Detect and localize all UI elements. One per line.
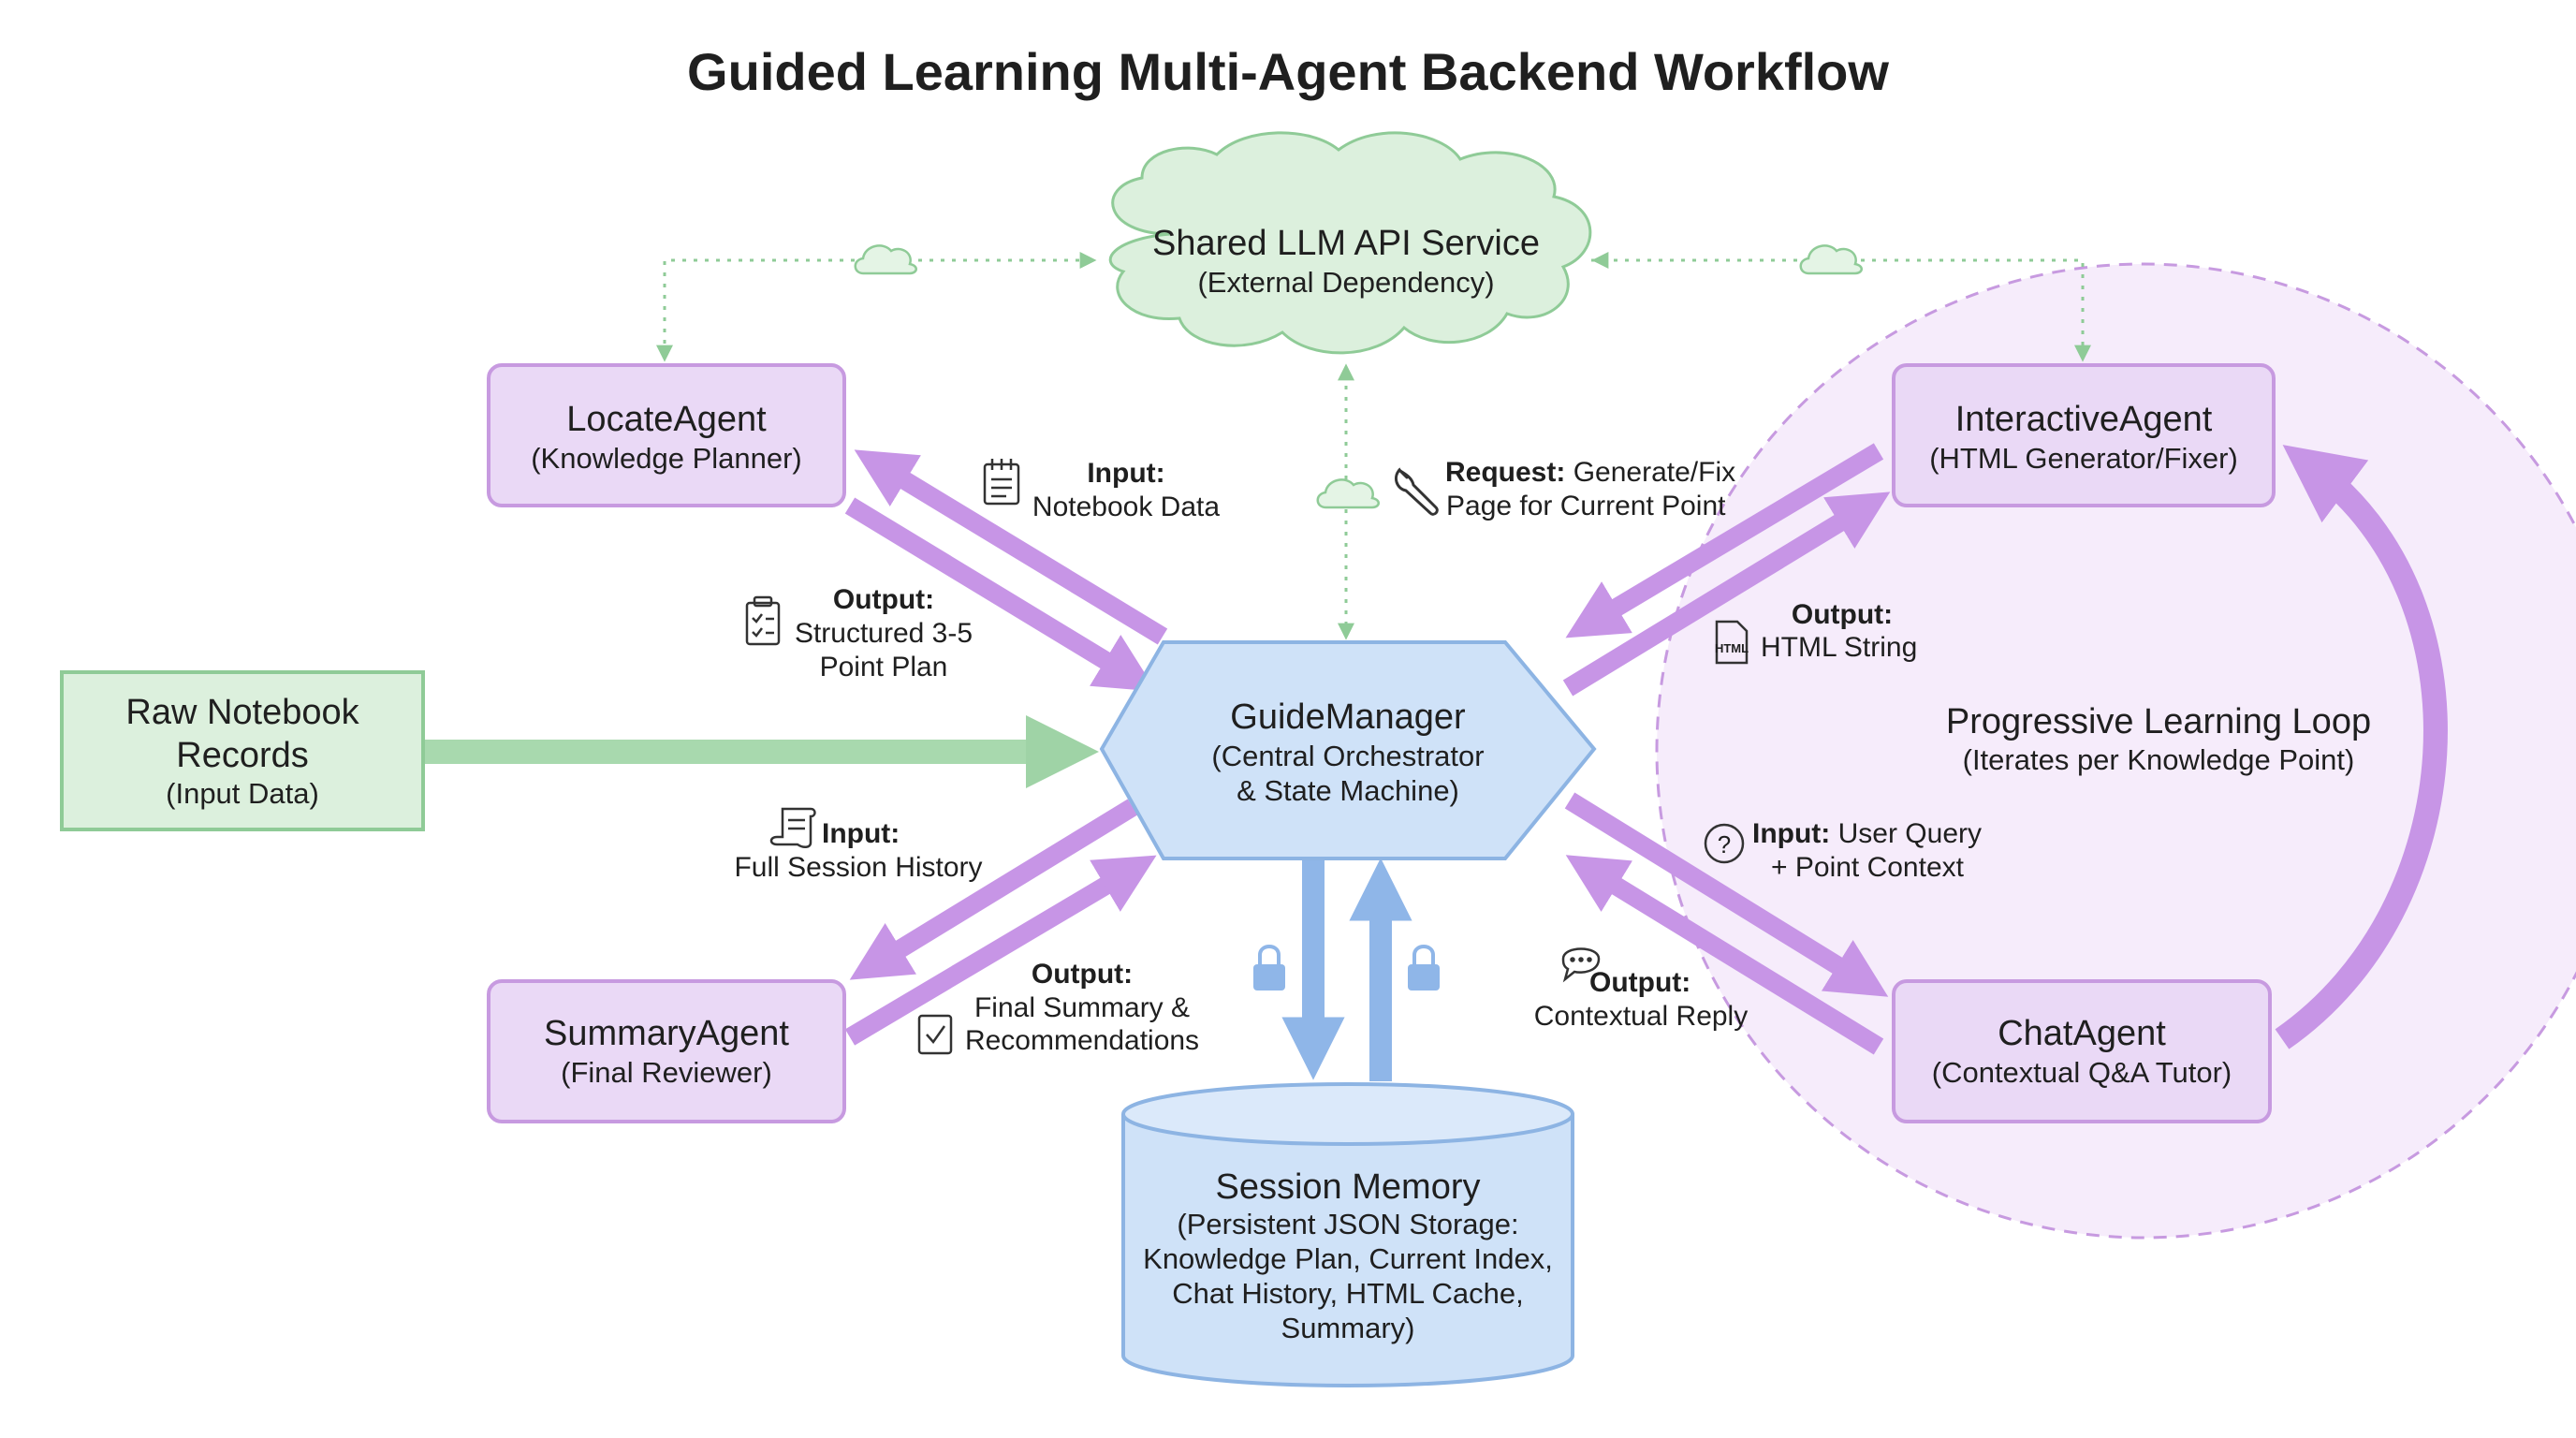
summary-input-text: Full Session History <box>734 852 982 883</box>
session-memory-line-1: (Persistent JSON Storage: <box>1177 1208 1518 1240</box>
raw-notebook-line2: Records <box>176 736 309 775</box>
question-icon: ? <box>1704 823 1745 864</box>
interactive-request-line1: Request: Generate/Fix <box>1445 457 1735 488</box>
arrow-guide-to-summary <box>849 799 1138 980</box>
clipboard-icon <box>745 595 781 646</box>
loop-arrow <box>2275 445 2448 1049</box>
locate-output-line2: Point Plan <box>820 652 948 682</box>
interactive-request-line2: Page for Current Point <box>1446 491 1726 521</box>
locate-agent-subtitle: (Knowledge Planner) <box>531 442 802 475</box>
lock-icons <box>1253 945 1440 990</box>
session-memory-node: Session Memory (Persistent JSON Storage:… <box>1121 1082 1574 1387</box>
locate-input-text: Notebook Data <box>1032 492 1220 522</box>
summary-agent-subtitle: (Final Reviewer) <box>561 1056 772 1089</box>
guide-manager-subtitle-2: & State Machine) <box>1237 774 1459 807</box>
locate-agent-node: LocateAgent (Knowledge Planner) <box>487 363 846 507</box>
locate-output-bold: Output: <box>833 584 934 615</box>
session-memory-line-3: Chat History, HTML Cache, <box>1172 1277 1524 1310</box>
lock-icon-right <box>1408 945 1440 990</box>
llm-title: Shared LLM API Service <box>1152 224 1540 263</box>
arrow-summary-to-guide <box>844 855 1157 1046</box>
interactive-output-bold: Output: <box>1792 599 1893 630</box>
arrow-chat-to-guide <box>1565 855 1884 1055</box>
label-locate-output: Output: Structured 3-5 Point Plan <box>745 584 973 682</box>
loop-title: Progressive Learning Loop <box>1946 702 2371 741</box>
chat-agent-subtitle: (Contextual Q&A Tutor) <box>1932 1056 2232 1089</box>
llm-service-cloud: Shared LLM API Service (External Depende… <box>1108 131 1592 355</box>
raw-notebook-subtitle: (Input Data) <box>166 777 319 810</box>
loop-subtitle: (Iterates per Knowledge Point) <box>1963 743 2355 776</box>
chat-input-rest: User Query <box>1830 818 1982 849</box>
chat-output-text: Contextual Reply <box>1534 1001 1748 1032</box>
summary-input-bold: Input: <box>822 818 900 849</box>
raw-notebook-node: Raw Notebook Records (Input Data) <box>60 670 425 831</box>
chat-input-line1: Input: User Query <box>1752 818 1982 849</box>
locate-agent-title: LocateAgent <box>566 400 767 439</box>
speech-bubble-icon <box>1561 947 1601 983</box>
diagram-title: Guided Learning Multi-Agent Backend Work… <box>687 42 1889 101</box>
question-icon-text: ? <box>1718 830 1731 858</box>
wrench-icon <box>1395 467 1439 516</box>
llm-dotted-connectors <box>656 252 2091 640</box>
summary-output-bold: Output: <box>1032 959 1133 990</box>
small-cloud-icons <box>854 244 1863 509</box>
label-summary-input: Input: Full Session History <box>734 807 983 883</box>
interactive-agent-title: InteractiveAgent <box>1955 400 2213 439</box>
interactive-agent-node: InteractiveAgent (HTML Generator/Fixer) <box>1892 363 2276 507</box>
interactive-request-rest: Generate/Fix <box>1565 457 1735 488</box>
guide-manager-node: GuideManager (Central Orchestrator & Sta… <box>1099 640 1597 860</box>
summary-agent-node: SummaryAgent (Final Reviewer) <box>487 979 846 1123</box>
memory-arrows <box>1281 858 1412 1081</box>
locate-input-bold: Input: <box>1087 458 1164 489</box>
small-cloud-icon-center <box>1316 478 1380 509</box>
lock-icon-left <box>1253 945 1285 990</box>
interactive-agent-subtitle: (HTML Generator/Fixer) <box>1929 442 2238 475</box>
chat-agent-node: ChatAgent (Contextual Q&A Tutor) <box>1892 979 2272 1123</box>
small-cloud-icon-left <box>854 244 917 275</box>
interactive-output-text: HTML String <box>1761 632 1917 663</box>
small-cloud-icon-right <box>1799 244 1863 275</box>
html-file-icon-text: HTML <box>1715 641 1749 655</box>
guide-manager-subtitle-1: (Central Orchestrator <box>1211 740 1484 772</box>
label-chat-input: ? Input: User Query + Point Context <box>1704 818 1982 883</box>
arrow-locate-to-guide <box>844 497 1157 692</box>
session-memory-line-4: Summary) <box>1281 1312 1415 1344</box>
chat-output-bold: Output: <box>1589 967 1690 998</box>
label-interactive-output: HTML Output: HTML String <box>1715 599 1917 665</box>
summary-output-line2: Recommendations <box>965 1025 1199 1056</box>
arrow-guide-to-chat <box>1564 792 1889 997</box>
scroll-icon <box>769 807 816 848</box>
label-interactive-request: Request: Generate/Fix Page for Current P… <box>1395 457 1735 521</box>
agent-arrows <box>844 443 1891 1055</box>
llm-subtitle: (External Dependency) <box>1197 266 1494 299</box>
label-summary-output: Output: Final Summary & Recommendations <box>917 959 1199 1056</box>
arrow-interactive-to-guide <box>1565 443 1884 638</box>
chat-agent-title: ChatAgent <box>1998 1014 2166 1053</box>
chat-input-bold: Input: <box>1752 818 1830 849</box>
summary-agent-title: SummaryAgent <box>544 1014 789 1053</box>
arrow-guide-to-locate <box>854 449 1168 645</box>
guide-manager-title: GuideManager <box>1230 697 1466 737</box>
html-file-icon: HTML <box>1715 620 1749 665</box>
notepad-icon <box>983 459 1020 506</box>
label-locate-input: Input: Notebook Data <box>983 458 1220 522</box>
raw-notebook-line1: Raw Notebook <box>125 693 359 732</box>
session-memory-line-2: Knowledge Plan, Current Index, <box>1143 1242 1553 1275</box>
chat-input-line2: + Point Context <box>1771 852 1965 883</box>
label-chat-output: Output: Contextual Reply <box>1534 947 1748 1032</box>
summary-output-line1: Final Summary & <box>974 992 1190 1023</box>
interactive-request-bold: Request: <box>1445 457 1565 488</box>
session-memory-title: Session Memory <box>1216 1167 1481 1207</box>
locate-output-line1: Structured 3-5 <box>795 618 973 649</box>
arrow-guide-to-interactive <box>1562 492 1891 697</box>
checklist-icon <box>917 1014 953 1055</box>
